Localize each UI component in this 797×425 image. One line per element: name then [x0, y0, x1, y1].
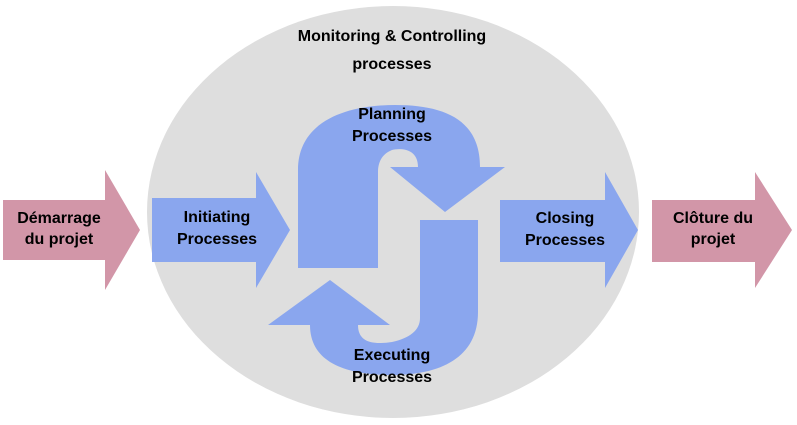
- executing-arrow: [268, 220, 478, 375]
- end-arrow: [652, 172, 792, 288]
- closing-label-line2: Processes: [525, 232, 605, 249]
- executing-label-line2: Processes: [352, 369, 432, 386]
- end-label-line1: Clôture du: [673, 210, 753, 227]
- planning-arrow: [298, 105, 505, 268]
- executing-label-line1: Executing: [354, 347, 430, 364]
- closing-label-line1: Closing: [536, 210, 595, 227]
- initiating-arrow: [152, 172, 290, 288]
- start-arrow: [3, 170, 140, 290]
- planning-label-line2: Processes: [352, 128, 432, 145]
- initiating-label-line1: Initiating: [184, 209, 251, 226]
- monitoring-label-line2: processes: [352, 56, 431, 73]
- start-label-line2: du projet: [25, 231, 94, 248]
- closing-arrow: [500, 172, 638, 288]
- planning-label-line1: Planning: [358, 106, 426, 123]
- initiating-label-line2: Processes: [177, 231, 257, 248]
- monitoring-label-line1: Monitoring & Controlling: [298, 28, 486, 45]
- monitoring-controlling-ellipse: [147, 6, 639, 418]
- end-label-line2: projet: [691, 231, 736, 248]
- start-label-line1: Démarrage: [17, 210, 101, 227]
